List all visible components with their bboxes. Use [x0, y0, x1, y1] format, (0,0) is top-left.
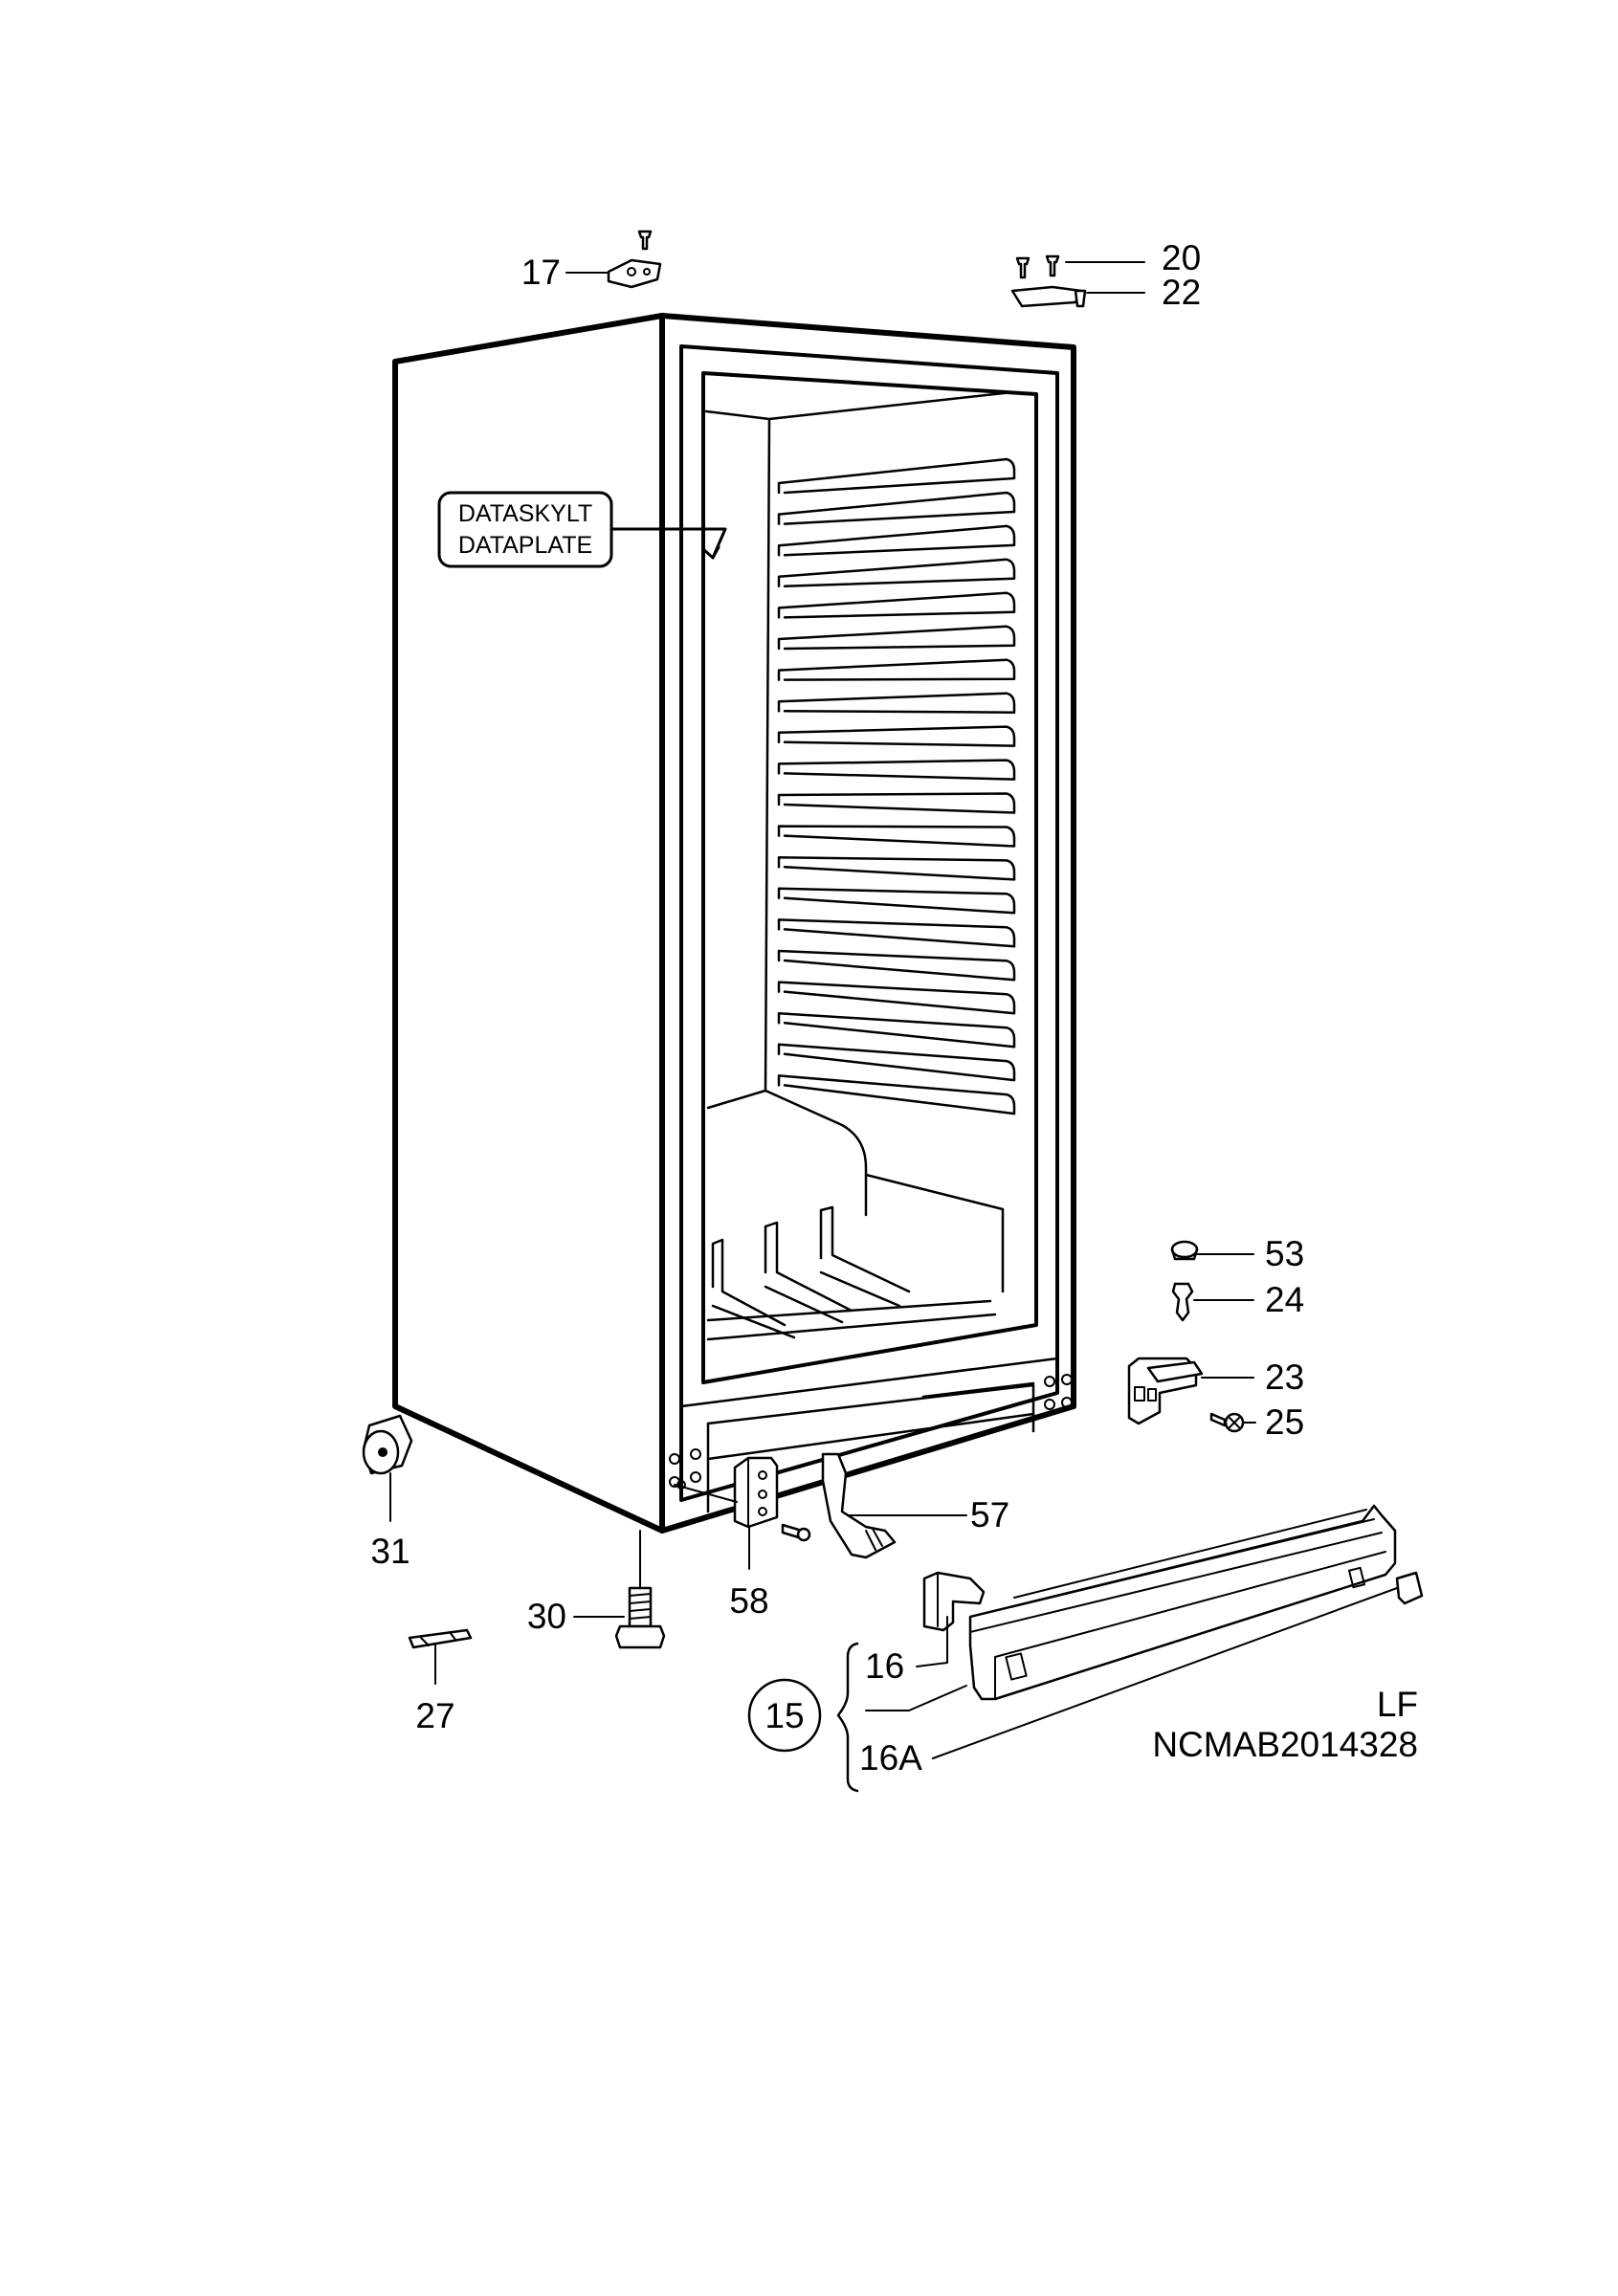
part-16-handle-end: 16	[865, 1571, 986, 1686]
part-25-screw: 25	[1209, 1402, 1304, 1442]
shelf-rail	[777, 625, 1016, 651]
shelf-rail	[777, 491, 1016, 525]
footer-variant: LF	[1377, 1685, 1418, 1724]
shelf-rail	[777, 792, 1016, 814]
shelf-rail	[777, 692, 1016, 714]
part-31-foot: 31	[362, 1414, 413, 1571]
part-58-bottom-hinge: 58	[674, 1456, 811, 1621]
part-24-pin: 24	[1171, 1280, 1304, 1322]
part-17-screw	[637, 230, 653, 251]
cabinet-liner-opening	[701, 371, 1038, 1384]
part-20-screw-b	[1045, 254, 1060, 277]
label-58: 58	[729, 1581, 768, 1621]
label-57: 57	[970, 1495, 1009, 1534]
label-20: 20	[1162, 238, 1201, 277]
shelf-rail	[777, 658, 1016, 681]
cabinet-inner-back-wall	[704, 390, 1014, 421]
label-24: 24	[1265, 1280, 1304, 1319]
shelf-rail	[777, 725, 1016, 747]
footer-code: NCMAB2014328	[1152, 1725, 1418, 1764]
part-16a-door-handle: 16A	[859, 1504, 1424, 1777]
part-30-adjustable-foot: 30	[527, 1530, 666, 1649]
label-22: 22	[1162, 273, 1201, 312]
label-16: 16	[865, 1646, 904, 1686]
part-17-hinge-cover: 17	[521, 230, 662, 292]
part-27-key: 27	[408, 1628, 473, 1735]
label-27: 27	[415, 1696, 454, 1735]
label-16a: 16A	[859, 1738, 922, 1777]
part-57-foot-cover: 57	[821, 1452, 1009, 1559]
mounting-holes	[669, 1374, 1073, 1490]
part-20-screw-a	[1015, 256, 1031, 279]
part-23-hinge-bracket: 23	[1127, 1357, 1304, 1425]
bottom-compartment	[679, 1357, 1059, 1513]
shelf-rail	[777, 759, 1016, 781]
label-31: 31	[370, 1532, 410, 1571]
dataplate-line1: DATASKYLT	[458, 500, 592, 527]
floor-bars	[706, 1205, 997, 1341]
label-25: 25	[1265, 1402, 1304, 1442]
part-53-cap: 53	[1170, 1234, 1304, 1273]
shelf-rail	[777, 855, 1016, 881]
cabinet-front-frame	[659, 313, 1076, 1534]
shelf-rail	[777, 1074, 1016, 1115]
label-53: 53	[1265, 1234, 1304, 1273]
shelf-rail	[777, 825, 1016, 848]
label-15-circle	[747, 1678, 822, 1753]
label-23: 23	[1265, 1358, 1304, 1397]
part-15-handle-assembly: 15	[747, 1642, 859, 1793]
shelf-rail	[777, 949, 1016, 982]
part-20-22-top-hinge: 20 22	[1010, 238, 1201, 312]
cabinet	[392, 313, 1076, 1534]
shelf-rail	[777, 591, 1016, 619]
cabinet-front-inner-frame	[679, 344, 1059, 1502]
shelf-rails	[777, 457, 1016, 1115]
dataplate-line2: DATAPLATE	[458, 532, 592, 559]
label-15: 15	[765, 1696, 804, 1735]
shelf-rail	[777, 558, 1016, 588]
shelf-rail	[777, 524, 1016, 557]
shelf-rail	[777, 457, 1016, 495]
diagram-footer: LF NCMAB2014328	[1152, 1685, 1418, 1764]
shelf-rail	[777, 918, 1016, 948]
shelf-rail	[777, 887, 1016, 915]
label-17: 17	[521, 253, 561, 292]
shelf-rail	[777, 1043, 1016, 1082]
label-15-brace	[836, 1642, 859, 1793]
dataplate-callout: DATASKYLT DATAPLATE	[437, 491, 727, 568]
shelf-rail	[777, 1011, 1016, 1049]
shelf-rail	[777, 981, 1016, 1015]
label-30: 30	[527, 1597, 566, 1636]
